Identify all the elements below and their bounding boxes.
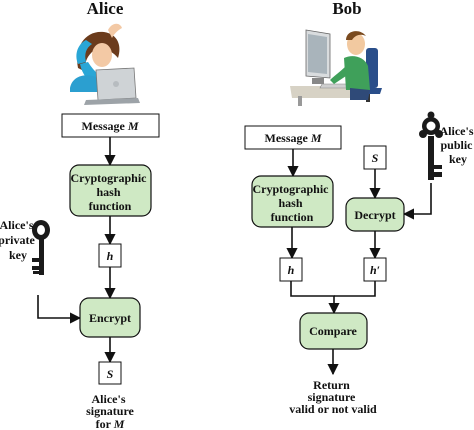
svg-text:Message M: Message M [82,119,139,133]
bob-h-prime-text: h′ [370,263,380,277]
bob-hash-line-2: hash [278,196,302,210]
public-key-label-2: public [440,138,473,152]
alice-h-text: h [107,249,114,263]
result-label-1: Return [313,378,350,392]
svg-text:Cryptographic hash fun: Cryptographic hash function [71,171,150,213]
bob-message-var: M [310,131,322,145]
svg-text:for M: for M [96,417,125,430]
alice-hash-line-3: function [89,199,132,213]
bob-s-text: S [372,151,379,165]
public-key-label-1: Alice's [440,124,474,138]
private-key-label-1: Alice's [0,218,34,232]
signature-label-1: Alice's [92,392,126,406]
bob-title: Bob [332,0,361,18]
alice-s-box [98,361,122,385]
signature-label-var: M [113,417,125,430]
alice-message-text: Message [82,119,128,133]
alice-hash-line-1: Cryptographic [71,171,148,185]
compare-text: Compare [309,324,357,338]
svg-text:Message M: Message M [265,131,322,145]
signature-label-3: for [96,417,114,430]
public-key-icon [419,111,443,180]
public-key-label-3: key [449,152,467,166]
svg-text:Alice's public key: Alice's public key [440,124,474,166]
svg-text:Alice's private key: Alice's private key [0,218,38,262]
bob-hash-line-3: function [271,210,314,224]
alice-message-var: M [127,119,139,133]
alice-s-text: S [107,367,114,381]
alice-hash-line-2: hash [96,185,120,199]
encrypt-text: Encrypt [89,311,131,325]
private-key-label-3: key [9,248,27,262]
signature-label-2: signature [86,404,134,418]
bob-h-text: h [288,263,295,277]
woman-laptop-icon [70,23,140,105]
man-computer-icon [290,29,382,106]
alice-title: Alice [87,0,124,18]
private-key-icon [32,220,50,275]
decrypt-text: Decrypt [354,208,395,222]
bob-hash-line-1: Cryptographic [253,182,330,196]
result-label-3: valid or not valid [289,402,377,416]
svg-text:Cryptographic hash fun: Cryptographic hash function [253,182,332,224]
bob-message-text: Message [265,131,311,145]
svg-text:Alice's signature: Alice's signature [86,392,134,418]
private-key-label-2: private [0,233,36,247]
svg-text:Return signature valid: Return signature valid or not valid [289,378,377,416]
result-label-2: signature [308,390,356,404]
